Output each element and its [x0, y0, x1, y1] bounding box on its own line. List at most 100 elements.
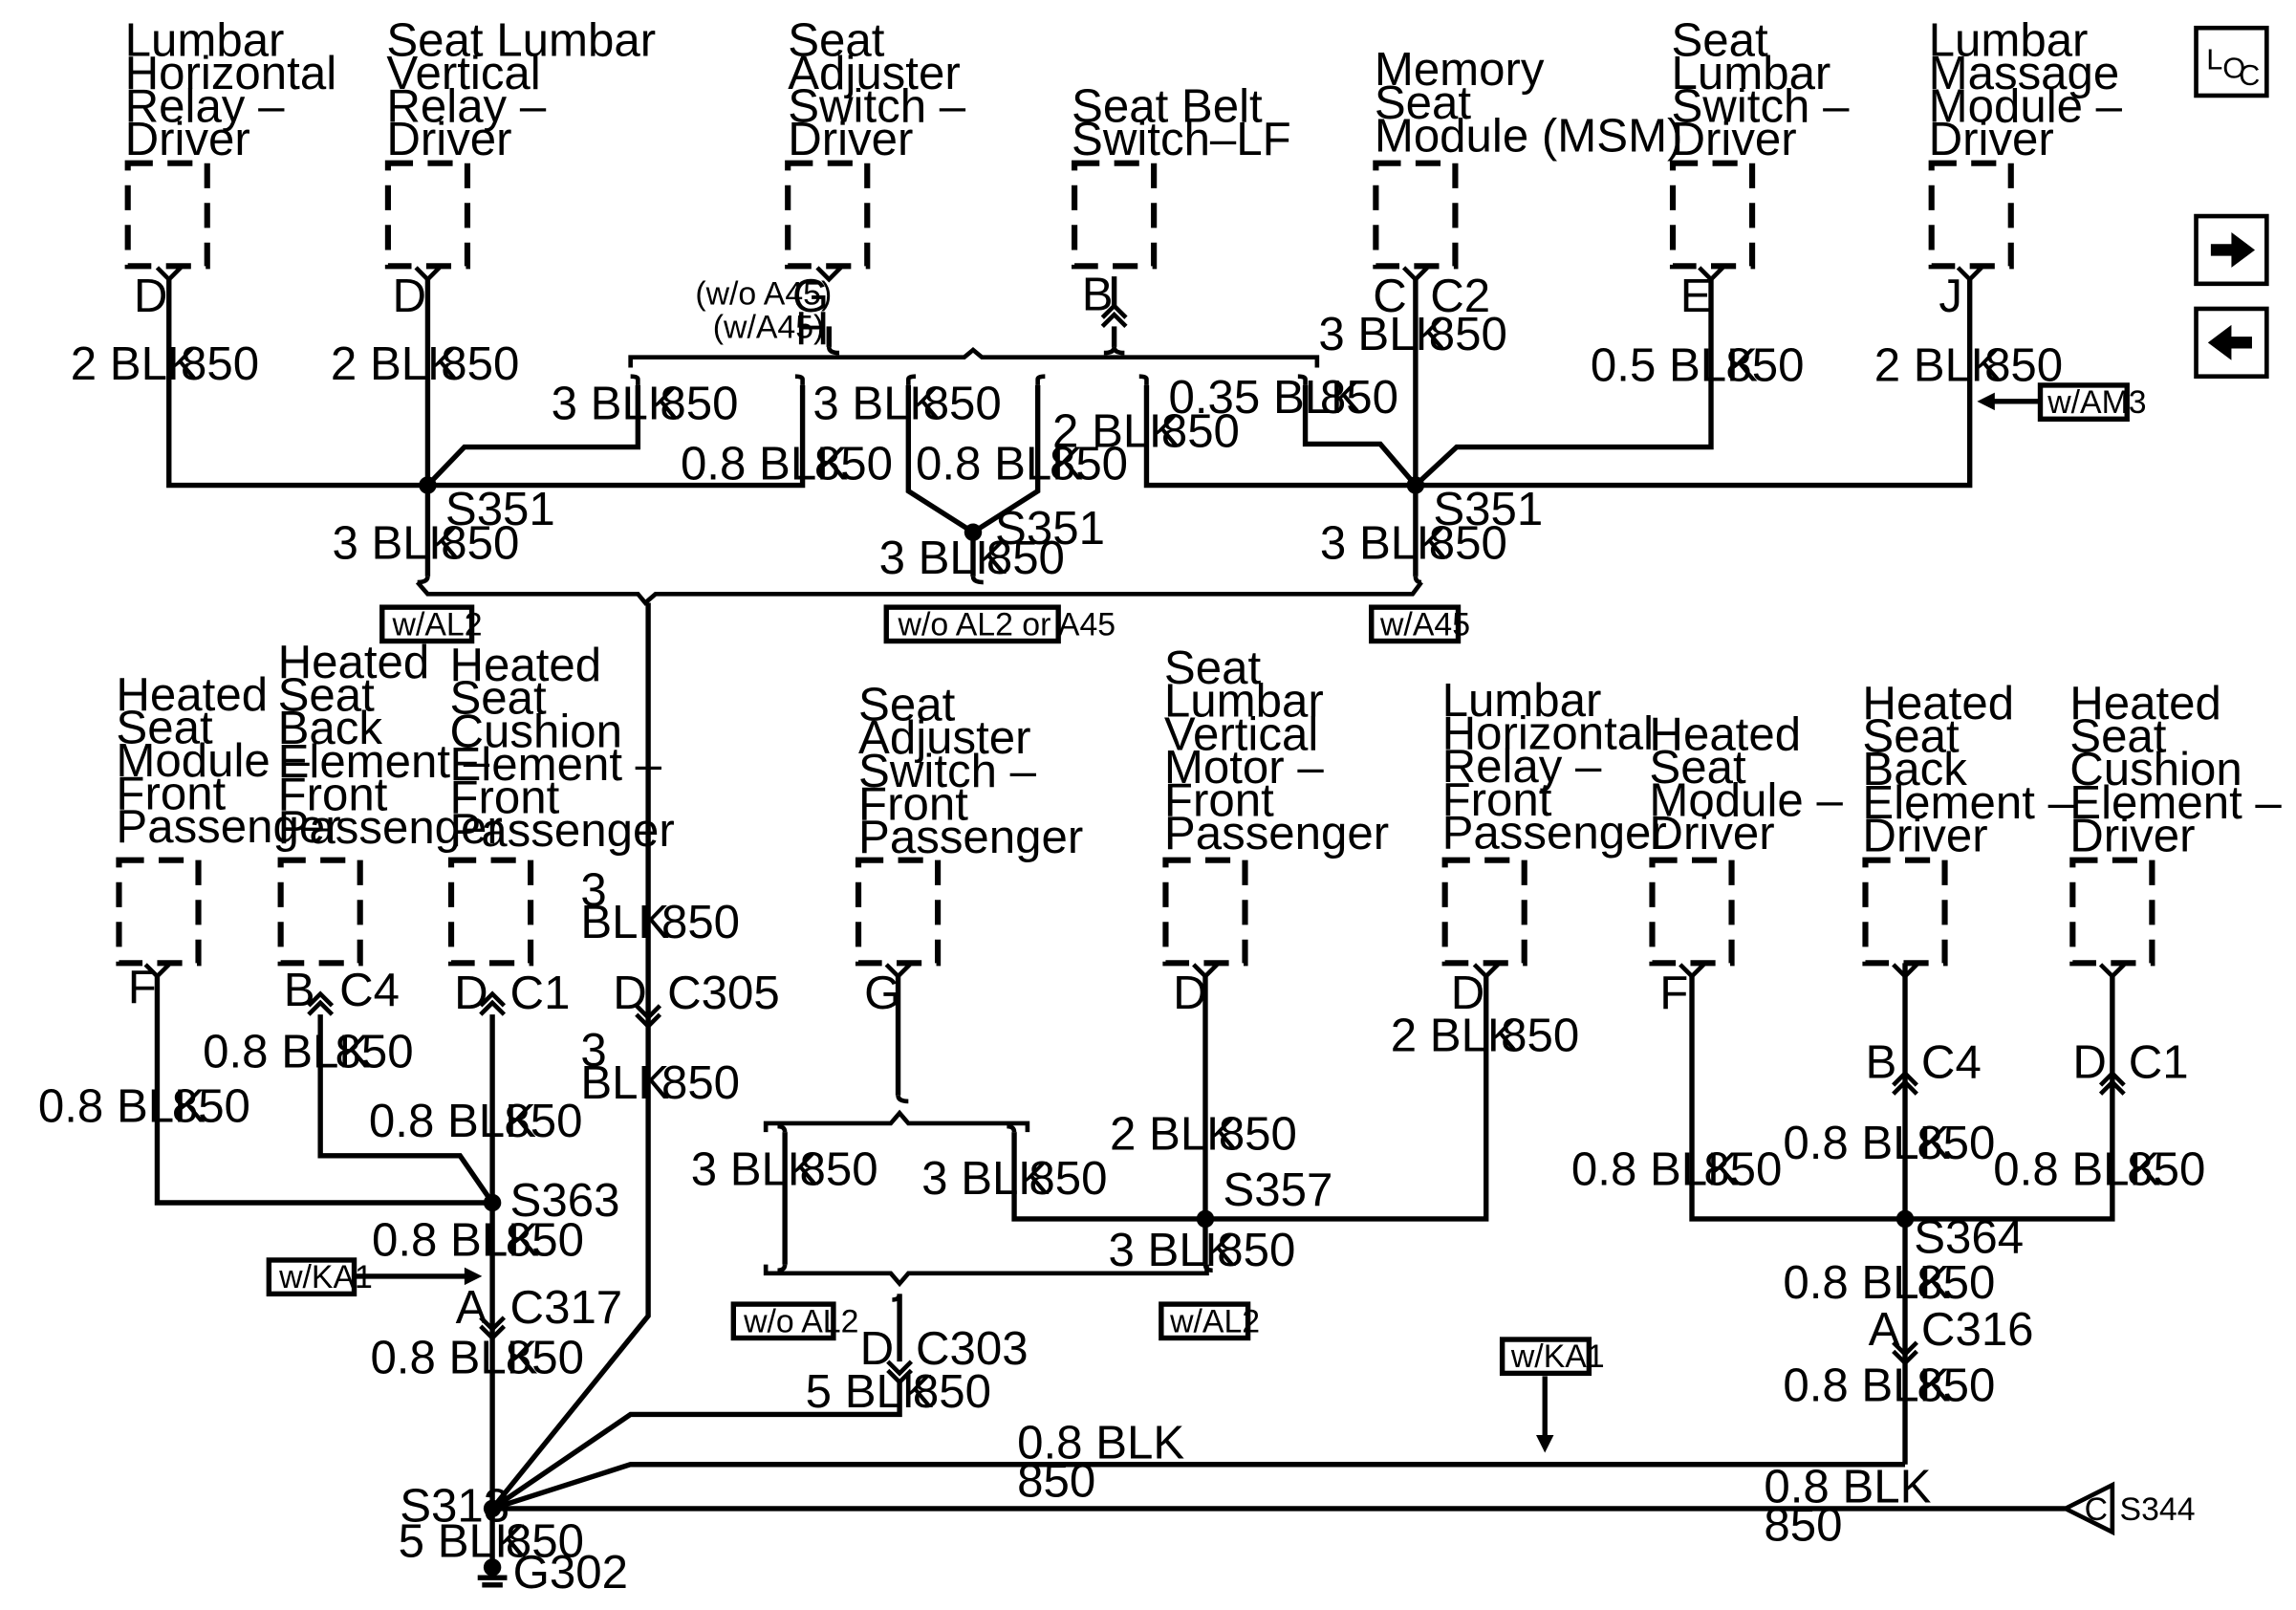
wire-end-hook [970, 576, 984, 585]
pin-label: D [1451, 967, 1485, 1019]
wire-gauge: BLK [580, 896, 669, 948]
pin-label: G [792, 270, 829, 322]
connector-chevron [1892, 963, 1918, 980]
option-label-w-al2: w/AL2 [392, 606, 483, 642]
label-line: Cushion [449, 705, 622, 757]
wire-circuit: 850 [1429, 516, 1507, 569]
wire-circuit: 850 [1917, 1117, 1995, 1169]
label-line: Seat [449, 672, 547, 725]
label-line: Lumbar [1929, 13, 2089, 66]
wire-circuit: 850 [506, 1213, 584, 1266]
connector-chevron [1192, 963, 1219, 980]
wire-circuit: 850 [1703, 1143, 1782, 1196]
wire [166, 276, 431, 577]
wire [427, 384, 806, 489]
connector-chevron [2098, 963, 2126, 980]
wire-circuit: 850 [441, 337, 519, 390]
label-line: Memory [1375, 43, 1545, 96]
label-line: Motor – [1164, 741, 1324, 794]
connector-chevron [479, 999, 507, 1016]
option-box [2037, 382, 2130, 422]
option-box [883, 604, 1061, 644]
pin-label: F [1659, 967, 1688, 1019]
wire [1414, 276, 1714, 488]
wire-circuit: 850 [1050, 437, 1128, 490]
label-line: Passenger [278, 801, 503, 854]
previous-page-button[interactable] [2194, 306, 2269, 380]
wire-circuit: 850 [1984, 338, 2063, 391]
arrow-left-icon [2207, 324, 2252, 360]
wire-circuit: 850 [1320, 371, 1398, 424]
label-line: Horizontal [125, 47, 337, 99]
wire-gauge: 3 BLK [552, 377, 680, 429]
option-box [730, 1301, 836, 1341]
splice-label-s363: S363 [510, 1174, 620, 1227]
wire-gauge: 0.8 BLK [681, 437, 848, 490]
s344-terminal [2060, 1481, 2115, 1536]
label-line: Module – [1929, 80, 2123, 133]
wire-circuit: 850 [986, 532, 1065, 584]
wire-gauge: 2 BLK [331, 337, 459, 390]
label-line: Driver [386, 113, 511, 165]
label-line: Switch – [858, 745, 1037, 797]
label-line: Passenger [116, 800, 340, 853]
pin-label: D [393, 270, 427, 322]
wire-circuit: 850 [913, 1365, 991, 1418]
pin-label: C305 [667, 967, 780, 1019]
pin-label: D [860, 1322, 895, 1375]
connector-chevron [635, 1012, 662, 1030]
pin-label: B [284, 964, 315, 1016]
pin-labels: D D (w/o A45) G (w/A45) H B C C2 E J F B… [128, 268, 2189, 1528]
label-line: Passenger [858, 811, 1083, 863]
label-line: Seat Belt [1072, 80, 1263, 133]
label-line: Module – [116, 734, 310, 787]
label-line: Lumbar [1671, 47, 1830, 99]
ground-label-g302: G302 [513, 1546, 628, 1599]
wire-gauge: 0.8 BLK [38, 1079, 206, 1132]
connector-chevron [414, 266, 442, 283]
wire [905, 384, 976, 577]
connector-chevron [1956, 266, 1983, 283]
connector-chevron [479, 1316, 507, 1333]
option-box [1369, 604, 1462, 644]
splice-label-s351: S351 [445, 483, 555, 535]
wire [491, 1462, 1906, 1512]
wire [317, 1014, 495, 1205]
component-box [116, 857, 202, 967]
pin-label: C2 [1430, 270, 1490, 322]
label-line: Element – [2069, 776, 2282, 829]
wire-circuit: 850 [1501, 1010, 1579, 1062]
option-boxes: w/AL2 w/o AL2 or A45 w/A45 w/AM3 w/KA1 w… [266, 382, 2147, 1377]
wire-end-hook [417, 576, 430, 585]
component-box [855, 857, 942, 967]
pin-label: C4 [1921, 1035, 1982, 1088]
wire-gauge: 0.8 BLK [1017, 1417, 1184, 1469]
label-line: Seat [116, 701, 213, 753]
wire-gauge: 3 BLK [921, 1152, 1050, 1205]
pin-label: C1 [510, 967, 571, 1019]
wire-gauge: 3 BLK [879, 532, 1007, 584]
next-page-button[interactable] [2194, 213, 2269, 287]
pin-label: C303 [916, 1322, 1029, 1375]
connector-chevron [815, 266, 843, 283]
wire-circuit: 850 [1217, 1224, 1295, 1276]
wire-gauge: 3 BLK [1108, 1224, 1236, 1276]
wire-end-hook [896, 1095, 909, 1104]
component-box [447, 857, 534, 967]
wire-circuit: 850 [506, 1331, 584, 1383]
wire [1143, 384, 1416, 489]
loc-button[interactable]: L O C [2194, 25, 2269, 98]
wire-gauge: 0.5 BLK [1591, 338, 1758, 391]
label-line: Front [1164, 774, 1274, 827]
wire-end-hook [1202, 1264, 1213, 1273]
label-line: Module (MSM) [1375, 109, 1683, 162]
label-line: Front [116, 768, 226, 820]
option-brace [628, 347, 1320, 368]
label-line: Lumbar [1164, 675, 1324, 728]
label-line: Element – [449, 738, 661, 791]
connector-chevron [886, 1360, 914, 1377]
wire-circuit: 850 [661, 896, 740, 948]
wire-end-hook [777, 1123, 788, 1133]
